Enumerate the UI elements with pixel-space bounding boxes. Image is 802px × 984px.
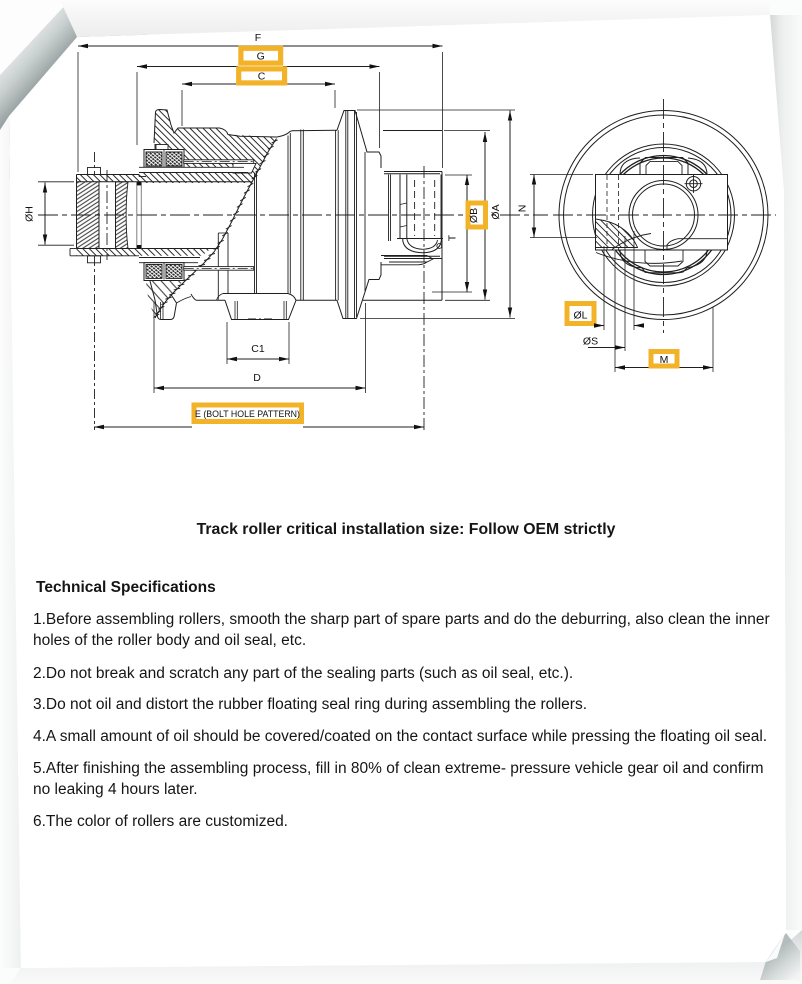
svg-text:T: T <box>447 234 459 241</box>
svg-text:E (BOLT HOLE PATTERN): E (BOLT HOLE PATTERN) <box>195 409 300 419</box>
svg-text:C: C <box>258 71 266 83</box>
svg-text:ØL: ØL <box>573 310 587 322</box>
svg-text:ØH: ØH <box>24 206 36 222</box>
svg-text:ØB: ØB <box>468 208 480 223</box>
svg-text:M: M <box>660 354 669 366</box>
svg-text:ØA: ØA <box>490 204 502 219</box>
svg-text:C1: C1 <box>251 343 265 355</box>
svg-text:N: N <box>517 205 529 213</box>
svg-text:G: G <box>257 51 265 63</box>
svg-text:ØS: ØS <box>583 336 598 348</box>
svg-text:F: F <box>255 32 261 44</box>
svg-text:D: D <box>253 372 261 384</box>
